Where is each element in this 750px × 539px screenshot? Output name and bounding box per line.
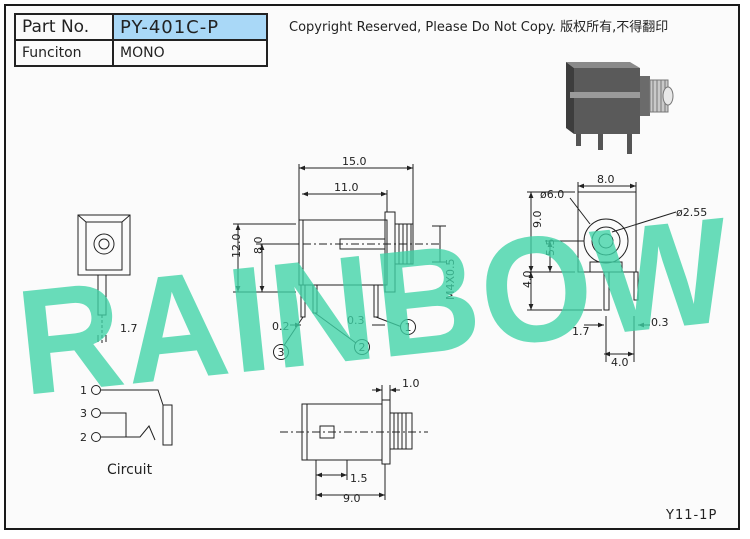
dim-end-width: 8.0: [597, 173, 615, 186]
dim-end-pin-spacing: 4.0: [611, 356, 629, 369]
terminal-1: [91, 385, 101, 395]
plug-contact: [162, 404, 173, 446]
function-row: Funciton MONO: [14, 39, 268, 67]
render-pin-b: [598, 134, 603, 150]
dim-top-pin-b: 9.0: [343, 492, 361, 505]
callout-3-label: 2: [359, 341, 366, 354]
render-top: [566, 62, 640, 68]
terminal-2: [91, 432, 101, 442]
dim-side-body: 11.0: [334, 181, 359, 194]
terminal-3-label: 3: [80, 407, 87, 420]
spec-table: Part No. PY-401C-P Funciton MONO: [14, 13, 268, 67]
product-render: [566, 62, 674, 154]
terminal-2-label: 2: [80, 431, 87, 444]
render-body: [574, 68, 640, 134]
top-thread: [389, 412, 413, 450]
top-view: [280, 385, 428, 500]
dim-end-pin-offset: 1.7: [572, 325, 590, 338]
dim-side-length: 15.0: [342, 155, 367, 168]
callout-2: 3: [273, 344, 289, 360]
end-pin-side: [633, 271, 639, 301]
dim-end-height: 9.0: [531, 211, 544, 229]
dim-top-pin-a: 1.5: [350, 472, 368, 485]
callout-2-label: 3: [278, 346, 285, 359]
model-code: Y11-1P: [666, 508, 718, 523]
end-pin: [603, 271, 610, 311]
dim-side-height: 12.0: [230, 234, 243, 259]
function-value: MONO: [112, 39, 268, 67]
front-view: [77, 214, 131, 345]
part-row: Part No. PY-401C-P: [14, 13, 268, 41]
dim-front-pin: 1.7: [120, 322, 138, 335]
side-view: [233, 164, 446, 348]
part-number: PY-401C-P: [112, 13, 268, 41]
terminal-3: [91, 408, 101, 418]
render-groove: [570, 92, 640, 98]
end-view: [527, 182, 677, 362]
dim-pin-gap-left: 0.2: [272, 320, 290, 333]
dim-end-outer-dia: ø6.0: [540, 188, 564, 201]
callout-3: 2: [354, 339, 370, 355]
render-flange: [640, 76, 650, 116]
circuit-label: Circuit: [107, 462, 153, 478]
render-pin-c: [627, 134, 632, 154]
rainbow-watermark: RAINBOW: [10, 185, 740, 427]
dim-end-center: 5.5: [544, 239, 557, 257]
function-label: Funciton: [14, 39, 114, 67]
copyright-notice: Copyright Reserved, Please Do Not Copy. …: [289, 20, 669, 35]
terminal-1-label: 1: [80, 384, 87, 397]
dim-end-base: 4.0: [521, 271, 534, 289]
dim-end-pin-thk: 0.3: [651, 316, 669, 329]
circuit-diagram: [91, 385, 173, 446]
callout-1-label: 1: [405, 321, 412, 334]
part-label: Part No.: [14, 13, 114, 41]
callout-1: 1: [400, 319, 416, 335]
render-pin-a: [576, 134, 581, 146]
dim-side-pin-height: 8.0: [252, 237, 265, 255]
dim-pin-gap-right: 0.3: [347, 314, 365, 327]
dim-top-thread-len: 1.0: [402, 377, 420, 390]
dim-end-inner-dia: ø2.55: [676, 206, 707, 219]
dim-thread: M4X0.5: [444, 258, 457, 300]
